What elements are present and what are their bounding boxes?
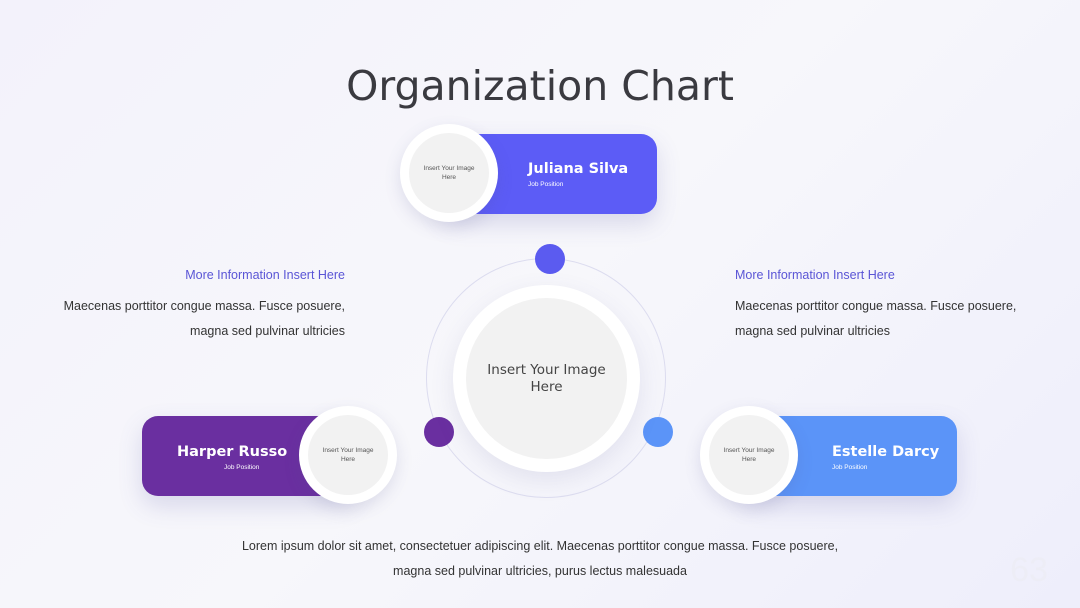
info-left-body: Maecenas porttitor congue massa. Fusce p… bbox=[50, 294, 345, 344]
info-right-line1: Maecenas porttitor congue massa. Fusce p… bbox=[735, 299, 1017, 313]
member-image-placeholder[interactable]: Insert Your Image Here bbox=[409, 133, 489, 213]
footer-text: Lorem ipsum dolor sit amet, consectetuer… bbox=[0, 534, 1080, 584]
info-right-line2: magna sed pulvinar ultricies bbox=[735, 324, 890, 338]
footer-line1: Lorem ipsum dolor sit amet, consectetuer… bbox=[241, 539, 839, 553]
member-position: Job Position bbox=[224, 464, 260, 471]
footer-line2: magna sed pulvinar ultricies, purus lect… bbox=[393, 564, 687, 578]
member-photo-frame: Insert Your Image Here bbox=[299, 406, 397, 504]
member-image-label: Insert Your Image Here bbox=[322, 447, 374, 463]
info-left-heading: More Information Insert Here bbox=[185, 268, 345, 282]
member-image-label: Insert Your Image Here bbox=[723, 447, 775, 463]
member-name: Harper Russo bbox=[177, 444, 288, 460]
member-position: Job Position bbox=[832, 464, 868, 471]
info-right-heading: More Information Insert Here bbox=[735, 268, 895, 282]
member-image-placeholder[interactable]: Insert Your Image Here bbox=[709, 415, 789, 495]
member-image-placeholder[interactable]: Insert Your Image Here bbox=[308, 415, 388, 495]
slide-title: Organization Chart bbox=[346, 62, 734, 110]
center-image-placeholder[interactable]: Insert Your Image Here bbox=[466, 298, 627, 459]
member-photo-frame: Insert Your Image Here bbox=[400, 124, 498, 222]
page-number: 63 bbox=[1010, 551, 1048, 589]
member-name: Juliana Silva bbox=[528, 161, 629, 177]
connector-dot-top bbox=[535, 244, 565, 274]
member-image-label: Insert Your Image Here bbox=[423, 165, 475, 181]
info-right-body: Maecenas porttitor congue massa. Fusce p… bbox=[735, 294, 1055, 344]
connector-dot-left bbox=[424, 417, 454, 447]
info-left-line1: Maecenas porttitor congue massa. Fusce p… bbox=[63, 299, 345, 313]
member-photo-frame: Insert Your Image Here bbox=[700, 406, 798, 504]
connector-dot-right bbox=[643, 417, 673, 447]
center-image-label: Insert Your Image Here bbox=[487, 361, 606, 395]
info-left-line2: magna sed pulvinar ultricies bbox=[190, 324, 345, 338]
member-name: Estelle Darcy bbox=[832, 444, 940, 460]
member-position: Job Position bbox=[528, 181, 564, 188]
